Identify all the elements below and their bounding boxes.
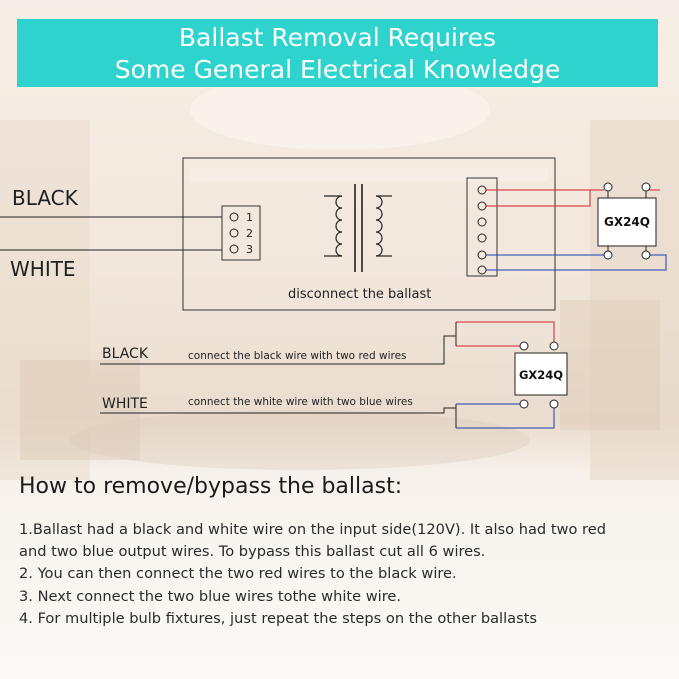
instruction-line: 4. For multiple bulb fixtures, just repe…: [19, 609, 538, 627]
socket-top-pin: [603, 182, 613, 192]
bypass-black-note: connect the black wire with two red wire…: [188, 350, 407, 362]
bypass-red-wire-1: [456, 321, 555, 348]
red-wire-2: [486, 190, 591, 207]
ballast-box: [182, 157, 556, 311]
terminal-1-screw: [229, 212, 239, 222]
ballast-label-strip: [190, 168, 548, 182]
terminal-3-screw: [229, 244, 239, 254]
gx24q-socket-top: [597, 197, 657, 247]
ballast-caption: disconnect the ballast: [288, 287, 431, 302]
socket-bottom-pin: [519, 341, 529, 351]
output-terminal-screws: [477, 185, 487, 275]
gx24q-socket-bottom: [514, 352, 568, 396]
socket-top-label: GX24Q: [604, 215, 650, 229]
title-banner: Ballast Removal Requires Some General El…: [17, 19, 658, 87]
socket-bottom-label: GX24Q: [519, 368, 563, 382]
instruction-line: 1.Ballast had a black and white wire on …: [19, 521, 606, 538]
terminal-2-screw: [229, 228, 239, 238]
terminal-3-number: 3: [246, 243, 253, 256]
bypass-black-label: BLACK: [102, 346, 149, 362]
socket-top-pin: [641, 250, 651, 260]
terminal-2-number: 2: [246, 227, 253, 240]
socket-bottom-pin: [519, 399, 529, 409]
socket-top-pin: [603, 250, 613, 260]
socket-bottom-pin: [549, 341, 559, 351]
input-white-label: WHITE: [10, 257, 76, 281]
instruction-line: 3. Next connect the two blue wires tothe…: [19, 587, 402, 605]
bypass-white-note: connect the white wire with two blue wir…: [188, 396, 413, 408]
input-black-label: BLACK: [12, 186, 79, 210]
transformer-icon: [324, 184, 392, 272]
terminal-1-number: 1: [246, 211, 253, 224]
instructions-list: 1.Ballast had a black and white wire on …: [19, 519, 669, 630]
instruction-line: and two blue output wires. To bypass thi…: [19, 543, 486, 561]
bypass-white-label: WHITE: [102, 396, 148, 412]
instructions-heading: How to remove/bypass the ballast:: [19, 474, 403, 499]
blue-wire-2: [486, 254, 667, 271]
bypass-blue-wire-2: [456, 404, 555, 429]
output-terminal-block: [466, 177, 498, 277]
socket-bottom-pin: [549, 399, 559, 409]
banner-line-2: Some General Electrical Knowledge: [114, 55, 561, 84]
instruction-line: 2. You can then connect the two red wire…: [19, 565, 457, 583]
input-terminal-block: [221, 205, 261, 261]
banner-line-1: Ballast Removal Requires: [178, 23, 497, 52]
socket-top-pin: [641, 182, 651, 192]
